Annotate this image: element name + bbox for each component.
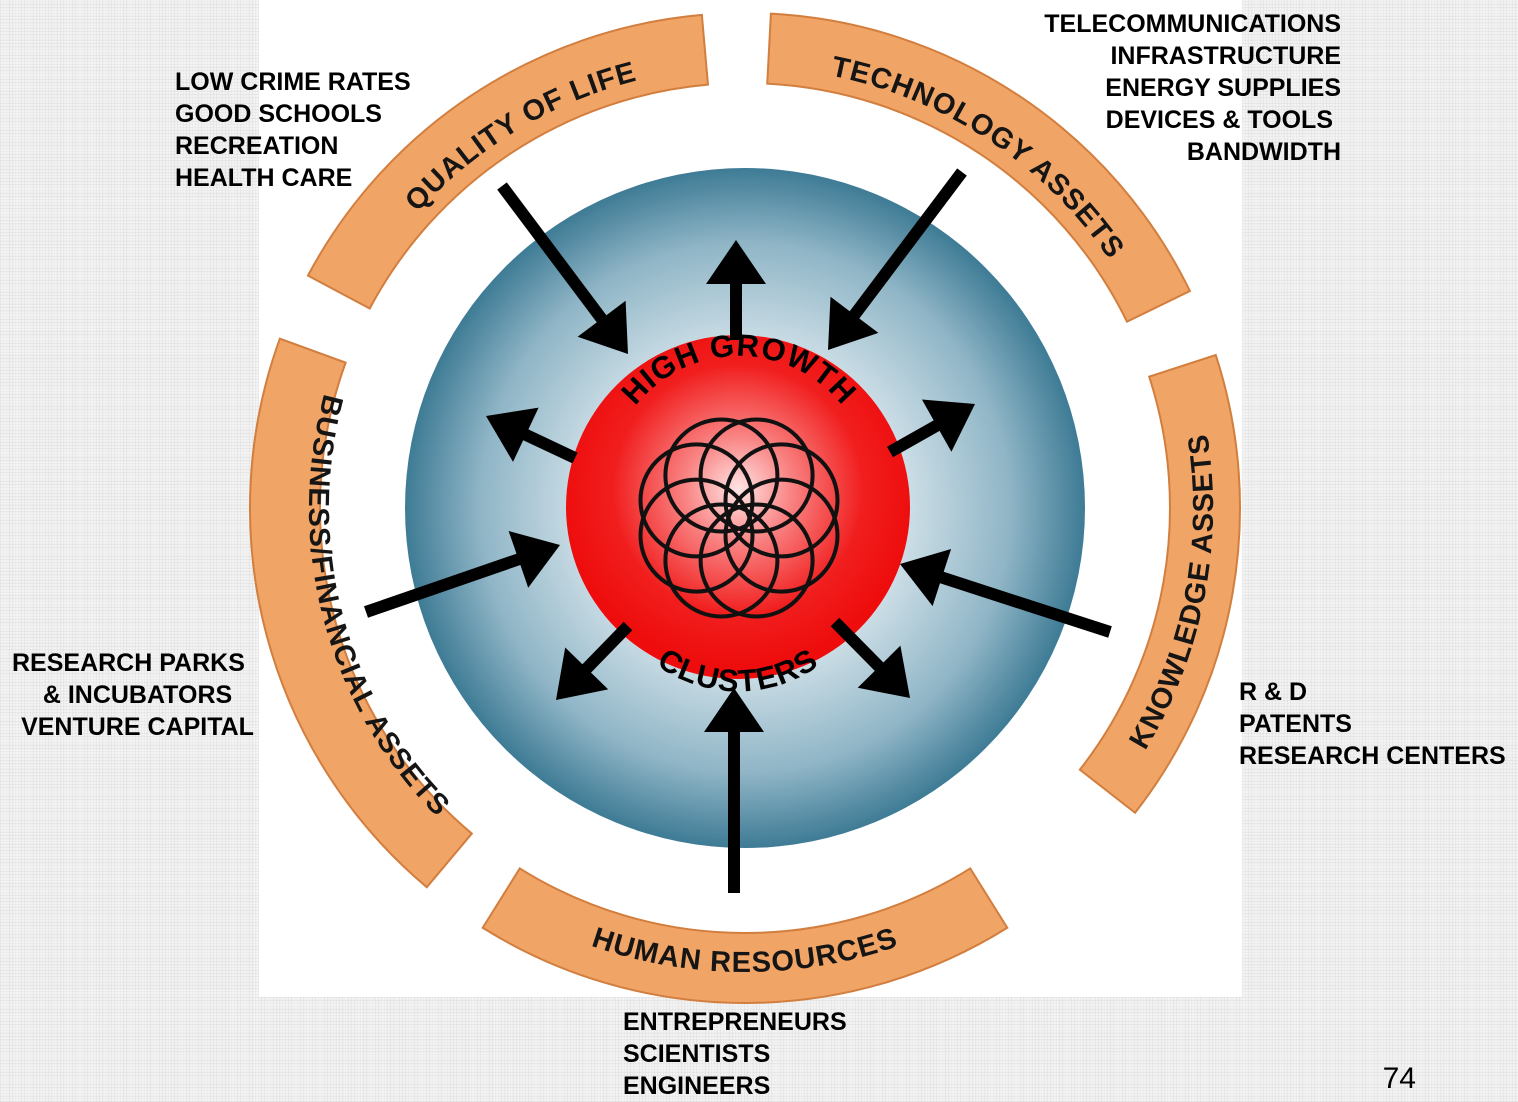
ring-segment-business-financial-assets (249, 337, 474, 889)
human-resources-notes: ENTREPRENEURS SCIENTISTS ENGINEERS (623, 1006, 847, 1102)
note-item: HEALTH CARE (175, 164, 353, 192)
note-item: RECREATION (175, 132, 339, 160)
note-item: PATENTS (1239, 710, 1352, 738)
arrow-up-out (706, 240, 766, 340)
note-item: ENERGY SUPPLIES (1105, 74, 1341, 102)
page-number: 74 (1382, 1062, 1416, 1095)
note-item: BANDWIDTH (1186, 138, 1341, 166)
note-item: GOOD SCHOOLS (175, 100, 382, 128)
ring-segment-knowledge-assets (1078, 353, 1241, 815)
arrow-right-out (887, 399, 975, 458)
arrow-human-in (704, 688, 764, 893)
note-item: ENGINEERS (623, 1072, 771, 1100)
note-item: ENTREPRENEURS (623, 1008, 847, 1036)
note-item: LOW CRIME RATES (175, 68, 411, 96)
ring-segment-human-resources (481, 867, 1009, 1004)
ring-segment-quality-of-life (306, 13, 710, 310)
note-item: RESEARCH CENTERS (1239, 742, 1506, 770)
arrow-knowledge-in (900, 549, 1112, 638)
technology-assets-notes: TELECOMMUNICATIONS INFRASTRUCTURE ENERGY… (1044, 8, 1341, 168)
note-item: VENTURE CAPITAL (21, 713, 254, 741)
business-financial-notes: RESEARCH PARKS & INCUBATORS VENTURE CAPI… (10, 647, 265, 743)
cluster-flower-icon (638, 417, 840, 619)
arrow-left-out (486, 407, 578, 464)
ring-segment-technology-assets (766, 12, 1192, 324)
arrow-lowright-out (830, 617, 910, 698)
note-item: TELECOMMUNICATIONS (1044, 10, 1341, 38)
note-item: INFRASTRUCTURE (1110, 42, 1341, 70)
note-item: & INCUBATORS (42, 681, 233, 709)
arrow-quality-in (497, 182, 628, 354)
arrow-lowleft-out (556, 621, 633, 700)
note-item: RESEARCH PARKS (12, 649, 245, 677)
quality-of-life-notes: LOW CRIME RATES GOOD SCHOOLS RECREATION … (175, 66, 411, 194)
knowledge-assets-notes: R & D PATENTS RESEARCH CENTERS (1239, 676, 1506, 772)
note-item: DEVICES & TOOLS (1105, 106, 1333, 134)
note-item: R & D (1239, 678, 1308, 706)
arrow-business-in (364, 531, 560, 618)
note-item: SCIENTISTS (623, 1040, 771, 1068)
arrow-tech-in (828, 168, 967, 350)
